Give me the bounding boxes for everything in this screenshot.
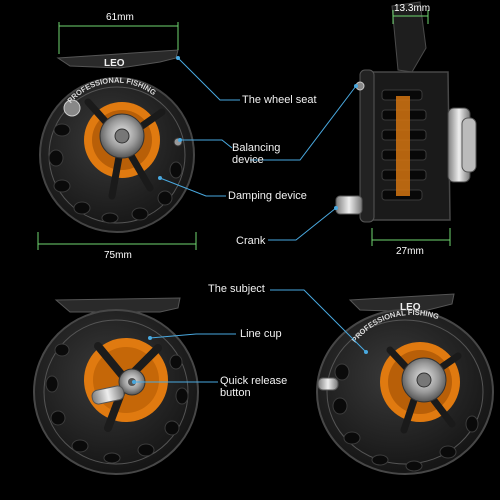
reel-side-view	[335, 1, 477, 223]
dimension-diameter: 75mm	[104, 250, 132, 261]
side-wheel-seat	[391, 1, 427, 73]
label-quick-release: Quick release button	[220, 375, 288, 399]
label-damping-device: Damping device	[228, 190, 307, 202]
label-balancing-device: Balancing device	[232, 142, 281, 166]
vent-holes	[48, 123, 183, 224]
callout-lines	[134, 57, 367, 383]
brand-logo-2: LEO	[400, 302, 421, 313]
dimension-spool-gap: 13.3mm	[394, 3, 431, 14]
crank-handle	[335, 195, 363, 215]
label-line-cup: Line cup	[240, 328, 282, 340]
dimension-depth: 27mm	[396, 246, 424, 257]
brand-logo: LEO	[104, 58, 125, 69]
reel-front-view: PROFESSIONAL FISHING LEO	[39, 49, 195, 233]
dimension-width-top: 61mm	[106, 12, 134, 23]
label-wheel-seat: The wheel seat	[242, 94, 317, 106]
reel-back-view	[33, 297, 199, 475]
label-the-subject: The subject	[208, 283, 265, 295]
reel-perspective-view: PROFESSIONAL FISHING LEO	[316, 293, 494, 475]
label-crank: Crank	[236, 235, 266, 247]
perspective-wheel-seat	[348, 293, 455, 313]
dimension-lines-front	[37, 22, 197, 250]
back-wheel-seat	[54, 297, 181, 313]
handle-knob-icon	[63, 99, 81, 117]
dimension-lines-side	[371, 10, 451, 246]
